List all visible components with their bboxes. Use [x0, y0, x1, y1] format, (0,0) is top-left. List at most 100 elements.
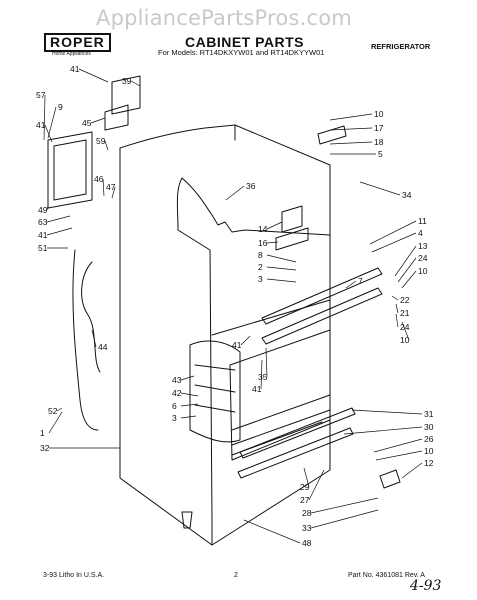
callout-2: 2 [258, 262, 263, 272]
callout-18: 18 [374, 137, 384, 147]
callout-leader-45 [90, 117, 106, 124]
callout-leader-41 [46, 227, 73, 236]
callout-10: 10 [418, 266, 428, 276]
callout-9: 9 [58, 102, 63, 112]
callout-leader-11 [369, 220, 417, 245]
callout-leader-46 [102, 178, 105, 197]
cabinet-inner-liner-left [176, 177, 213, 521]
callout-6: 6 [172, 401, 177, 411]
callout-30: 30 [424, 422, 434, 432]
callout-leader-36 [225, 185, 245, 201]
callout-43: 43 [172, 375, 182, 385]
handle-block-14 [281, 205, 303, 233]
callout-26: 26 [424, 434, 434, 444]
callout-leader-10 [375, 450, 423, 461]
callout-24: 24 [418, 253, 428, 263]
crisper-rail-lower [237, 427, 354, 479]
callout-28: 28 [302, 508, 312, 518]
callout-17: 17 [374, 123, 384, 133]
callout-leader-63 [46, 215, 71, 223]
callout-leader-41 [44, 124, 53, 143]
callout-leader-41 [78, 68, 109, 83]
hinge-assembly-right [379, 469, 401, 489]
callout-leader-43 [180, 375, 195, 381]
callout-59: 59 [96, 136, 106, 146]
callout-41: 41 [232, 340, 242, 350]
callout-leader-28 [310, 497, 379, 514]
callout-leader-34 [359, 181, 401, 196]
callout-29: 29 [300, 482, 310, 492]
callout-leader-52 [56, 407, 63, 412]
page-title: CABINET PARTS [185, 34, 305, 50]
cabinet-front-flange [211, 214, 331, 236]
callout-leader-27 [308, 469, 325, 501]
callout-leader-14 [266, 221, 283, 230]
callout-leader-1 [48, 411, 63, 434]
power-cord [72, 249, 99, 431]
callout-leader-9 [47, 106, 57, 139]
callout-leader-7 [345, 280, 357, 289]
callout-24: 24 [400, 322, 410, 332]
document-part-number: Part No. 4361081 Rev. A [348, 572, 425, 579]
brand-subtitle: Home Appliances [52, 51, 91, 57]
callout-3: 3 [172, 413, 177, 423]
callout-48: 48 [302, 538, 312, 548]
callout-10: 10 [374, 109, 384, 119]
leveling-leg-48 [181, 511, 193, 529]
callout-leader-21 [395, 303, 399, 314]
back-panel-cord [81, 261, 101, 373]
shelf-bar-lower [261, 287, 383, 345]
callout-5: 5 [378, 149, 383, 159]
callout-leader-10 [401, 321, 410, 341]
print-date: 3-93 Litho In U.S.A. [43, 572, 105, 579]
callout-34: 34 [402, 190, 412, 200]
callout-7: 7 [358, 276, 363, 286]
compressor-housing [189, 340, 241, 443]
callout-leader-12 [401, 462, 423, 479]
callout-leader-10 [401, 270, 417, 289]
shelf-bar-upper [261, 267, 383, 325]
callout-leader-49 [46, 205, 49, 211]
callout-leader-41 [240, 335, 251, 346]
callout-27: 27 [300, 495, 310, 505]
callout-33: 33 [302, 523, 312, 533]
callout-41: 41 [252, 384, 262, 394]
top-bracket-39 [111, 75, 141, 115]
callout-49: 49 [38, 205, 48, 215]
hinge-bracket [104, 104, 129, 131]
callout-leader-31 [351, 409, 423, 415]
callout-35: 35 [258, 372, 268, 382]
callout-13: 13 [418, 241, 428, 251]
callout-14: 14 [258, 224, 268, 234]
callout-leader-26 [373, 438, 423, 453]
callout-leader-16 [266, 241, 279, 244]
callout-leader-42 [180, 392, 199, 397]
callout-52: 52 [48, 406, 58, 416]
grille-16 [275, 227, 309, 251]
callout-47: 47 [106, 182, 116, 192]
callout-1: 1 [40, 428, 45, 438]
brand-name: ROPER [44, 33, 111, 52]
callout-leader-18 [329, 141, 373, 145]
callout-10: 10 [424, 446, 434, 456]
callout-leader-3 [180, 415, 197, 419]
cabinet-outer-left-edge [119, 147, 213, 546]
cabinet-lower-section [229, 329, 331, 461]
callout-leader-47 [111, 186, 116, 199]
callout-12: 12 [424, 458, 434, 468]
callout-leader-13 [394, 245, 417, 277]
evaporator-door-panel [47, 131, 93, 209]
callout-41: 41 [70, 64, 80, 74]
callout-leader-17 [329, 127, 373, 131]
callout-leader-44 [91, 329, 97, 348]
crisper-rail-upper [239, 407, 356, 459]
callout-46: 46 [94, 174, 104, 184]
callout-leader-22 [391, 295, 399, 301]
callout-leader-30 [343, 426, 423, 435]
appliance-category: REFRIGERATOR [371, 42, 431, 51]
compressor-detail [194, 364, 236, 413]
callout-22: 22 [400, 295, 410, 305]
callout-4: 4 [418, 228, 423, 238]
